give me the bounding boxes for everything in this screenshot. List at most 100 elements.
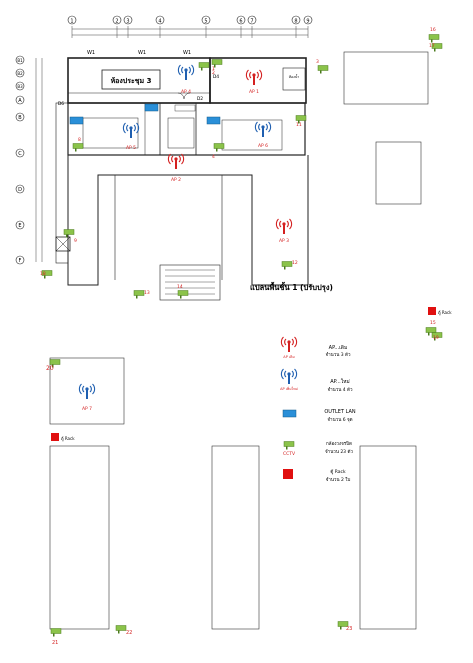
ap-7: AP 7	[78, 383, 96, 412]
svg-text:E: E	[18, 223, 21, 229]
legend-ap-blue: AP เพิ่มใหม่ AP...ใหม่ จำนวน 4 ตัว	[280, 368, 353, 393]
door-label-d4: D4	[213, 74, 219, 80]
legend: AP เดิม AP...เดิม จำนวน 3 ตัว AP เพิ่มให…	[280, 336, 356, 483]
ap-red-icon	[167, 153, 185, 170]
svg-text:12: 12	[292, 260, 298, 266]
room-labels: ห้องประชุม 3 W1 W1 W1 D2 D4 D6 ห้องน้ำ	[58, 50, 299, 107]
ap-blue-icon	[78, 383, 96, 400]
svg-text:B2: B2	[17, 71, 23, 76]
grid-column-5: 5	[201, 15, 211, 25]
svg-text:11: 11	[296, 122, 302, 128]
ap-1: AP 1	[245, 69, 263, 95]
svg-text:6: 6	[239, 19, 242, 25]
grid-row-e: E	[15, 220, 25, 230]
cabinet-2: ตู้ Rack	[51, 433, 75, 442]
svg-text:23: 23	[346, 626, 352, 632]
cctv-camera-icon	[213, 143, 225, 152]
svg-text:8: 8	[294, 19, 297, 25]
cctv-20: 20	[46, 359, 61, 372]
svg-text:CCTV: CCTV	[283, 451, 296, 457]
dimension-lines	[35, 26, 309, 262]
svg-text:21: 21	[52, 640, 58, 646]
grid-column-3: 3	[123, 15, 133, 25]
window-label-w1c: W1	[183, 50, 191, 56]
svg-text:AP 5: AP 5	[126, 145, 136, 151]
svg-text:B3: B3	[17, 84, 23, 89]
cctv-21: 21	[50, 628, 62, 646]
svg-text:16: 16	[430, 27, 436, 33]
building-walls	[55, 57, 309, 301]
ap-5: AP 5	[122, 122, 140, 151]
grid-row-a: A	[15, 95, 25, 105]
grid-rows: B1 B2 B3 A B C D E F	[15, 55, 25, 265]
svg-text:C: C	[18, 151, 22, 157]
cctv-camera-icon	[283, 441, 295, 450]
svg-text:AP เพิ่มใหม่: AP เพิ่มใหม่	[280, 386, 298, 391]
cctv-camera-icon	[317, 65, 329, 74]
window-label-w1b: W1	[138, 50, 146, 56]
svg-text:จำนวน 23 ตัว: จำนวน 23 ตัว	[325, 448, 353, 455]
svg-text:9: 9	[74, 238, 77, 244]
legend-outlet: OUTLET LAN จำนวน 6 จุด	[282, 409, 356, 423]
svg-text:จำนวน 3 ตัว: จำนวน 3 ตัว	[325, 351, 350, 358]
ap-blue-icon	[254, 121, 272, 138]
svg-text:B1: B1	[17, 58, 23, 63]
svg-text:18: 18	[40, 271, 46, 277]
svg-text:2: 2	[115, 19, 118, 25]
svg-text:OUTLET LAN: OUTLET LAN	[324, 409, 356, 415]
svg-text:1: 1	[212, 66, 215, 72]
grid-row-b1: B1	[15, 55, 25, 65]
grid-column-4: 4	[155, 15, 165, 25]
ap-blue-icon	[177, 64, 195, 81]
svg-text:ตู้ Rack: ตู้ Rack	[438, 310, 452, 316]
svg-text:5: 5	[204, 19, 207, 25]
grid-row-f: F	[15, 255, 25, 265]
svg-text:F: F	[19, 258, 22, 264]
window-label-w1a: W1	[87, 50, 95, 56]
grid-column-6: 6	[236, 15, 246, 25]
cctv-camera-icon	[133, 290, 145, 299]
svg-text:จำนวน 2 ใบ: จำนวน 2 ใบ	[326, 476, 351, 483]
svg-text:20: 20	[46, 365, 54, 372]
svg-text:17: 17	[429, 43, 435, 49]
cctv-15: 15	[425, 320, 437, 336]
cctv-9: 9	[63, 229, 77, 244]
svg-text:AP 1: AP 1	[249, 89, 259, 95]
svg-text:14: 14	[177, 284, 183, 290]
cabinet-1: ตู้ Rack	[428, 307, 452, 316]
svg-text:AP 7: AP 7	[82, 406, 92, 412]
grid-column-7: 7	[247, 15, 257, 25]
svg-text:8: 8	[78, 137, 81, 143]
legend-cctv: CCTV กล้องวงจรปิด จำนวน 23 ตัว	[283, 441, 353, 457]
grid-row-c: C	[15, 148, 25, 158]
svg-text:AP...เดิม: AP...เดิม	[329, 344, 348, 351]
cabinet-icon	[283, 469, 293, 479]
svg-text:7: 7	[250, 19, 253, 25]
ap-6: AP 6	[254, 121, 272, 149]
meeting-room-label: ห้องประชุม 3	[111, 76, 152, 85]
cctv-12: 12	[281, 260, 298, 270]
cctv-22: 22	[115, 625, 132, 636]
svg-text:จำนวน 4 ตัว: จำนวน 4 ตัว	[327, 386, 352, 393]
svg-text:19: 19	[433, 335, 439, 341]
grid-columns: 1 2 3 4 5 6 7 8 9	[67, 15, 313, 25]
svg-text:ตู้ Rack: ตู้ Rack	[61, 436, 75, 442]
cctv-camera-icon	[50, 628, 62, 637]
ap-red-icon	[280, 336, 298, 353]
outlet-lan-points	[69, 103, 221, 125]
grid-column-1: 1	[67, 15, 77, 25]
cabinet-icon	[428, 307, 436, 315]
plan-title: แปลนพื้นชั้น 1 (ปรับปรุง)	[250, 281, 333, 292]
cctv-16: 16	[428, 27, 440, 43]
cctv-camera-icon	[63, 229, 75, 238]
svg-text:13: 13	[144, 290, 150, 296]
outlet-lan-1	[144, 103, 159, 112]
svg-text:D: D	[18, 187, 22, 193]
grid-row-b: B	[15, 112, 25, 122]
outlet-lan-icon	[282, 409, 297, 418]
access-points: AP 1 AP 2 AP 3 AP 4 AP 5 AP 6 AP 7	[78, 64, 293, 412]
grid-row-b2: B2	[15, 68, 25, 78]
svg-text:9: 9	[306, 19, 309, 25]
door-label-d6: D6	[58, 101, 64, 107]
